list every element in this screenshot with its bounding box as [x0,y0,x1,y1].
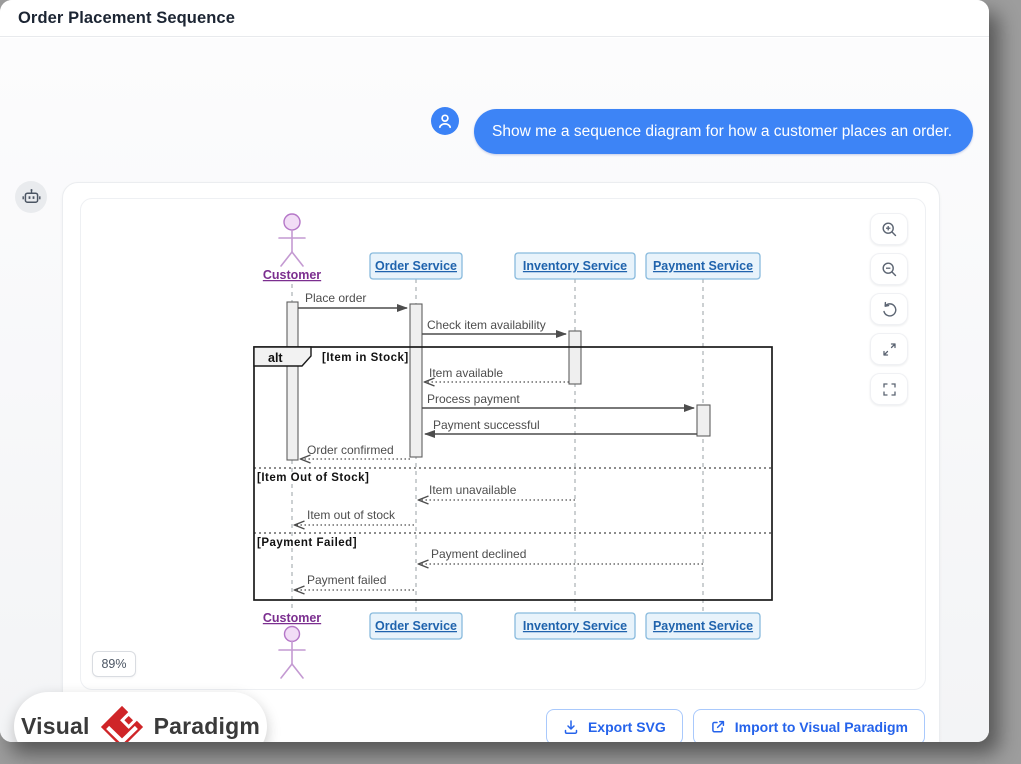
expand-icon [882,342,896,356]
message-label: Payment declined [431,547,526,561]
page-title: Order Placement Sequence [18,8,235,27]
visual-paradigm-logo[interactable]: Visual Paradigm [14,692,267,742]
bot-avatar [15,181,47,213]
panel-actions: Export SVG Import to Visual Paradigm [545,709,925,742]
message-label: Order confirmed [307,443,394,457]
zoom-out-icon [881,261,896,276]
message-label: Process payment [427,392,520,406]
person-icon [438,114,452,129]
user-message-bubble: Show me a sequence diagram for how a cus… [474,109,973,154]
message-label: Item unavailable [429,483,517,497]
zoom-out-button[interactable] [870,253,908,285]
participant-label[interactable]: Order Service [375,259,457,273]
message-label: Check item availability [427,318,546,332]
alt-fragment: alt [Item in Stock] [Item Out of Stock] … [253,346,773,601]
actor-customer-top[interactable]: Customer [263,213,321,282]
lifeline-head-boxes-top: Order Service Inventory Service Payment … [369,252,761,280]
visual-paradigm-diamond-icon [100,705,143,742]
zoom-in-icon [881,221,896,236]
participant-label[interactable]: Customer [263,611,321,625]
participant-label[interactable]: Payment Service [653,259,753,273]
import-to-vp-label: Import to Visual Paradigm [734,719,908,735]
app-window: Order Placement Sequence Show me a seque… [0,0,989,742]
message-label: Place order [305,291,366,305]
logo-text-visual: Visual [21,713,90,739]
fullscreen-button[interactable] [870,373,908,405]
fragment-operator: alt [268,351,283,365]
zoom-level-badge: 89% [92,651,136,677]
messages: Place order Check item availability Item… [295,291,703,590]
reset-view-button[interactable] [870,293,908,325]
actor-customer-bottom[interactable]: Customer [263,611,321,679]
message-label: Payment successful [433,418,540,432]
content-area: Show me a sequence diagram for how a cus… [0,38,989,742]
robot-icon [22,188,40,203]
user-avatar [431,107,459,135]
message-label: Payment failed [307,573,386,587]
fragment-guard: [Item Out of Stock] [257,472,369,484]
title-bar: Order Placement Sequence [0,0,989,37]
export-svg-label: Export SVG [587,719,666,735]
participant-label[interactable]: Inventory Service [523,259,627,273]
diagram-card: Customer Order Service Inventory Service… [62,182,940,742]
external-link-icon [711,720,724,733]
export-svg-button[interactable]: Export SVG [545,709,683,742]
message-label: Item available [429,366,503,380]
logo-text-paradigm: Paradigm [153,713,260,739]
fragment-guard: [Payment Failed] [257,537,357,549]
expand-button[interactable] [870,333,908,365]
message-label: Item out of stock [307,508,396,522]
viewer-controls [870,213,908,405]
participant-label[interactable]: Order Service [375,619,457,633]
participant-label[interactable]: Inventory Service [523,619,627,633]
diagram-viewport: Customer Order Service Inventory Service… [80,198,926,690]
zoom-in-button[interactable] [870,213,908,245]
participant-label[interactable]: Customer [263,268,321,282]
fragment-guard: [Item in Stock] [322,352,409,364]
download-icon [564,720,578,734]
activation-bars [286,301,711,461]
lifeline-head-boxes-bottom: Order Service Inventory Service Payment … [369,612,761,640]
reset-view-icon [882,301,896,317]
import-to-vp-button[interactable]: Import to Visual Paradigm [692,709,925,742]
participant-label[interactable]: Payment Service [653,619,753,633]
sequence-diagram: Customer Order Service Inventory Service… [253,213,773,679]
fullscreen-icon [882,382,896,396]
